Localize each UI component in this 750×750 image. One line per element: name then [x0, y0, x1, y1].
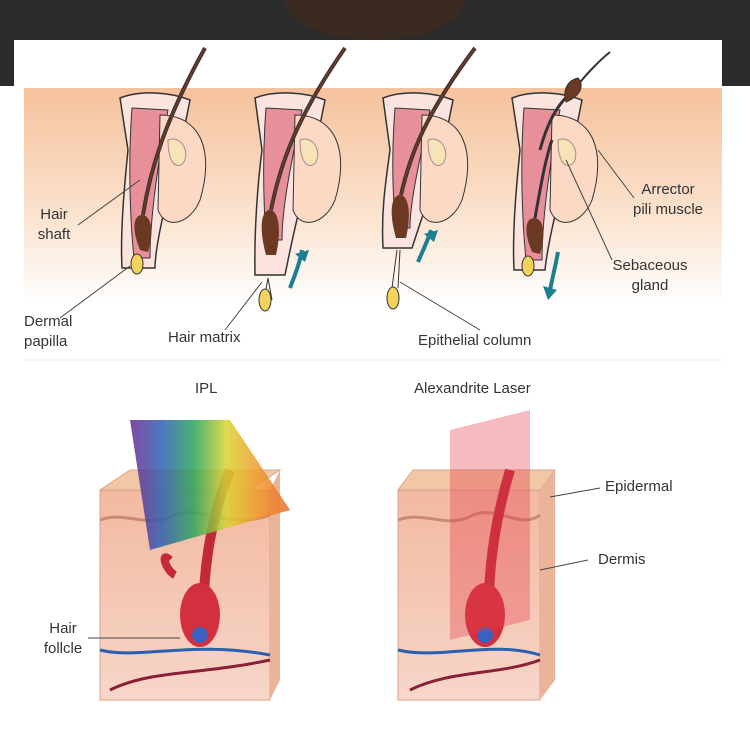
- ipl-skin-block: [98, 420, 290, 701]
- follicle-1: [119, 47, 207, 275]
- arrector-pili-muscle-label: Arrector pili muscle: [632, 181, 704, 218]
- dermis-label: Dermis: [598, 551, 646, 568]
- ipl-light-spectrum: [130, 420, 290, 550]
- hair-shaft-label: Hair shaft: [37, 206, 71, 243]
- ipl-title: IPL: [195, 380, 218, 397]
- epithelial-column-label: Epithelial column: [418, 332, 532, 349]
- sebaceous-gland-label: Sebaceous gland: [612, 257, 688, 294]
- dermal-papilla-label: Dermal papilla: [24, 313, 73, 350]
- top-leader-lines: [59, 149, 635, 331]
- follicle-4: [511, 51, 611, 300]
- hair-follicle-label: Hair follcle: [43, 620, 83, 657]
- epidermal-label: Epidermal: [605, 478, 673, 495]
- banner-figure: [285, 0, 465, 40]
- alexandrite-laser-title: Alexandrite Laser: [414, 380, 531, 397]
- laser-beam: [450, 410, 530, 640]
- alexandrite-skin-block: [397, 410, 556, 701]
- follicle-3: [381, 46, 477, 310]
- follicle-2: [254, 46, 347, 312]
- hair-matrix-label: Hair matrix: [168, 329, 241, 346]
- bottom-leader-lines: [88, 487, 601, 639]
